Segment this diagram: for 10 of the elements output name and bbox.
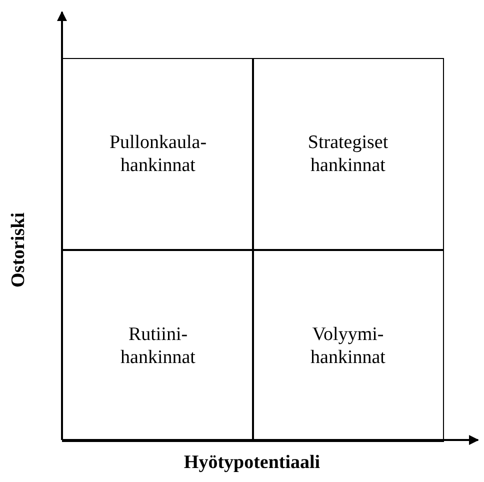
quadrant-cell (252, 250, 444, 442)
quadrant-label: Strategiset hankinnat (306, 131, 390, 177)
quadrant-cell (62, 250, 254, 442)
quadrant-label: Volyymi- hankinnat (310, 323, 386, 369)
quadrant-label: Rutiini- hankinnat (120, 323, 196, 369)
quadrant-cell (252, 58, 444, 250)
quadrant-label: Pullonkaula- hankinnat (108, 131, 208, 177)
quadrant-cell (62, 58, 254, 250)
y-axis-title: Ostoriski (8, 212, 30, 288)
x-axis-title: Hyötypotentiaali (184, 452, 320, 474)
